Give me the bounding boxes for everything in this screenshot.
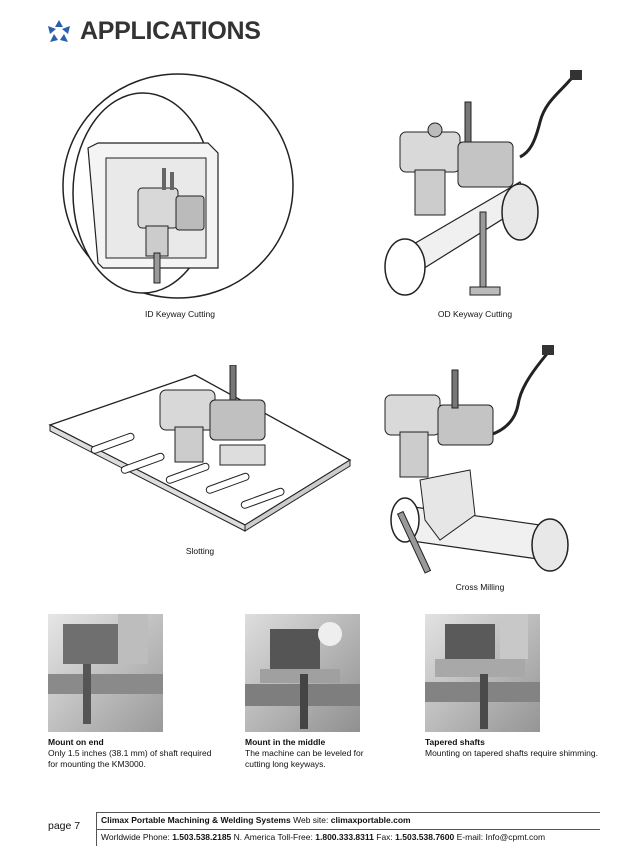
cross-milling-illustration — [384, 345, 569, 574]
page-number: page 7 — [48, 820, 81, 832]
footer-divider — [96, 829, 600, 830]
email-link[interactable]: Info@cpmt.com — [485, 832, 546, 842]
photo-mount-in-middle — [245, 614, 360, 732]
email-label: E-mail: — [456, 832, 484, 842]
climax-star-logo-icon — [48, 20, 70, 42]
photo-text: for mounting the KM3000. — [48, 759, 146, 769]
footer-contact-line: Worldwide Phone: 1.503.538.2185 N. Ameri… — [101, 832, 545, 842]
illustration-caption: Slotting — [185, 546, 215, 556]
worldwide-phone-label: Worldwide Phone: — [101, 832, 170, 842]
slotting-illustration — [48, 365, 352, 532]
worldwide-phone: 1.503.538.2185 — [172, 832, 232, 842]
footer-company-line: Climax Portable Machining & Welding Syst… — [101, 815, 411, 825]
photo-title: Mount in the middle — [245, 737, 326, 747]
photo-title: Mount on end — [48, 737, 104, 747]
photo-tapered-shafts — [425, 614, 540, 732]
toll-free-label: N. America Toll-Free: — [233, 832, 313, 842]
fax-number: 1.503.538.7600 — [395, 832, 455, 842]
illustration-caption: ID Keyway Cutting — [145, 309, 215, 319]
footer-divider — [96, 812, 600, 813]
illustration-caption: OD Keyway Cutting — [437, 309, 513, 319]
illustration-caption: Cross Milling — [455, 582, 505, 592]
photo-title: Tapered shafts — [425, 737, 485, 747]
page-title: APPLICATIONS — [80, 17, 261, 45]
company-name: Climax Portable Machining & Welding Syst… — [101, 815, 291, 825]
photo-text: The machine can be leveled for — [245, 748, 364, 758]
id-keyway-illustration — [62, 73, 294, 299]
fax-label: Fax: — [376, 832, 393, 842]
website-label: Web site: — [293, 815, 329, 825]
photo-text: Only 1.5 inches (38.1 mm) of shaft requi… — [48, 748, 212, 758]
photo-text: cutting long keyways. — [245, 759, 326, 769]
photo-text: Mounting on tapered shafts require shimm… — [425, 748, 598, 758]
od-keyway-illustration — [384, 70, 582, 296]
toll-free-phone: 1.800.333.8311 — [315, 832, 374, 842]
website-link[interactable]: climaxportable.com — [330, 815, 411, 825]
photo-mount-on-end — [48, 614, 163, 732]
